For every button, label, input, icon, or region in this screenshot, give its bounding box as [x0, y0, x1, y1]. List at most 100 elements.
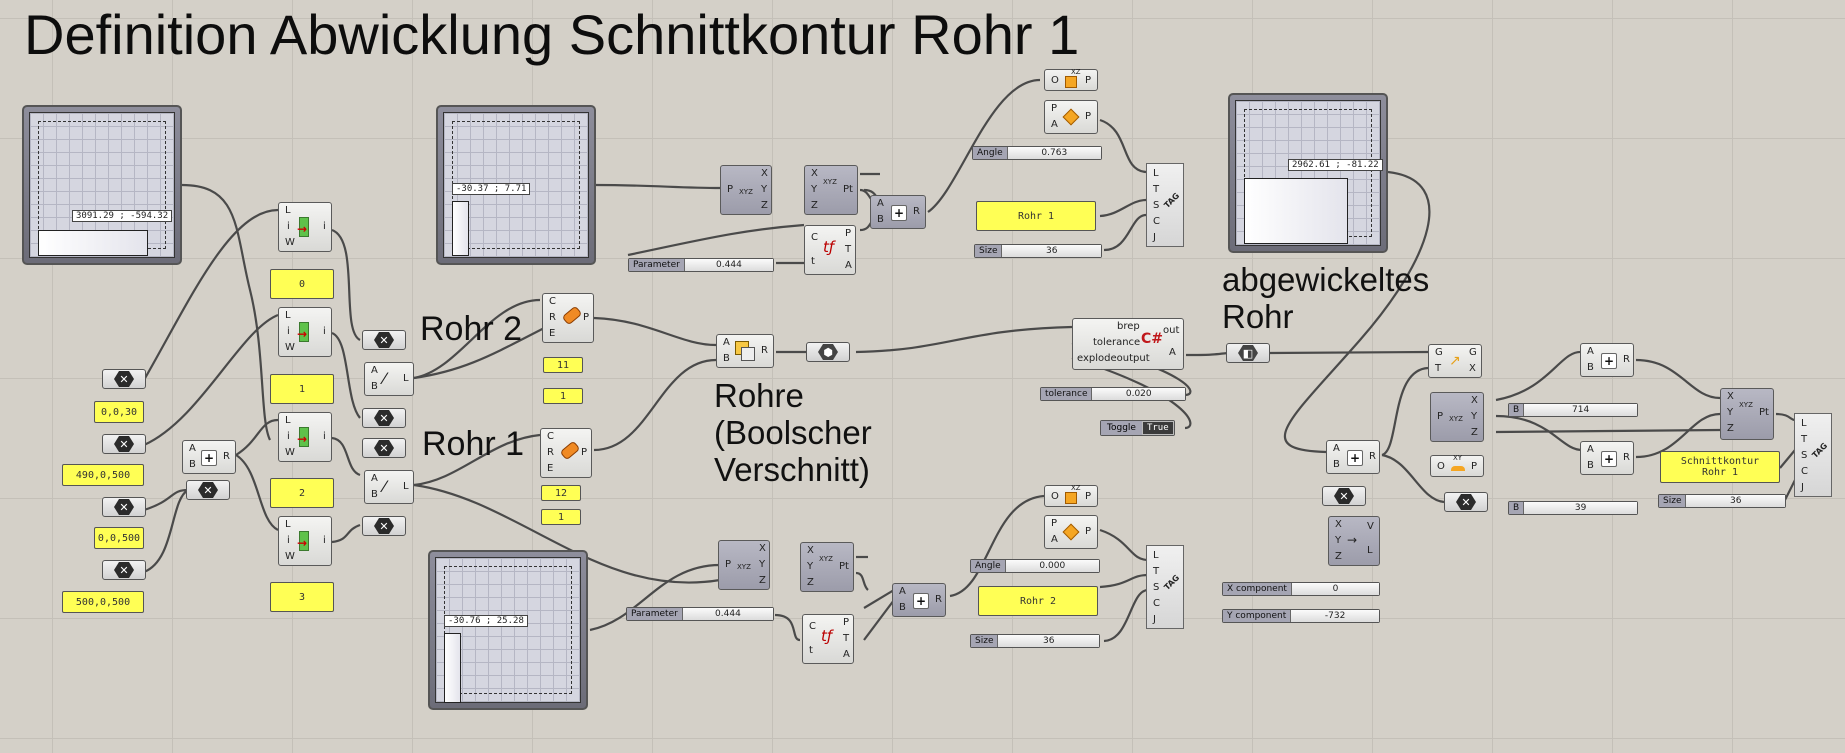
- port-a[interactable]: A: [1051, 119, 1058, 130]
- pipe-component[interactable]: C R E P: [542, 293, 594, 343]
- port-g[interactable]: G: [1435, 347, 1443, 358]
- port-b[interactable]: B: [1587, 460, 1594, 471]
- port-r[interactable]: R: [549, 312, 556, 323]
- slider-value[interactable]: 0: [1291, 583, 1379, 595]
- port-p-out[interactable]: P: [1085, 526, 1092, 537]
- port-i[interactable]: i: [287, 326, 290, 337]
- port-r[interactable]: R: [223, 451, 230, 462]
- deconstruct-point-component[interactable]: P XYZ X Y Z: [1430, 392, 1484, 442]
- port-a-out[interactable]: A: [843, 649, 850, 660]
- size-slider[interactable]: Size 36: [1658, 494, 1786, 508]
- port-o[interactable]: O: [1051, 75, 1059, 86]
- port-z[interactable]: Z: [811, 200, 818, 211]
- panel[interactable]: Rohr 1: [976, 201, 1096, 231]
- x-component-slider[interactable]: X component 0: [1222, 582, 1380, 596]
- port-p[interactable]: P: [725, 559, 732, 570]
- port-p[interactable]: P: [581, 447, 588, 458]
- port-y[interactable]: Y: [1335, 535, 1342, 546]
- slider-value[interactable]: 0.444: [684, 259, 773, 271]
- port-a[interactable]: A: [371, 473, 378, 484]
- port-i-out[interactable]: i: [323, 535, 326, 546]
- port-z[interactable]: Z: [807, 577, 814, 588]
- text-tag-component[interactable]: L T S C J TAG: [1146, 545, 1184, 629]
- parameter-slider[interactable]: Parameter 0.444: [628, 258, 774, 272]
- port-j[interactable]: J: [1153, 232, 1156, 243]
- boolean-toggle[interactable]: Toggle True: [1100, 420, 1175, 436]
- addition-component[interactable]: A B + R: [1580, 441, 1634, 475]
- port-t[interactable]: T: [1153, 566, 1160, 577]
- port-c[interactable]: C: [547, 431, 554, 442]
- port-z[interactable]: Z: [761, 200, 768, 211]
- panel[interactable]: Rohr 2: [978, 586, 1098, 616]
- unit-vector-component[interactable]: ✕: [102, 560, 146, 580]
- port-z[interactable]: Z: [1471, 427, 1478, 438]
- port-c[interactable]: C: [809, 621, 816, 632]
- graph-mapper[interactable]: -30.37 ; 7.71: [436, 105, 596, 265]
- port-x-out[interactable]: X: [1469, 363, 1476, 374]
- parameter-slider[interactable]: Parameter 0.444: [626, 607, 774, 621]
- port-o[interactable]: O: [1437, 461, 1445, 472]
- port-w[interactable]: W: [285, 237, 295, 248]
- orient-component[interactable]: G T ↗ G X: [1428, 344, 1482, 378]
- port-p[interactable]: P: [845, 228, 852, 239]
- list-item-component[interactable]: L i W → i: [278, 516, 332, 566]
- port-z[interactable]: Z: [759, 575, 766, 586]
- xz-plane-component[interactable]: O XZ P: [1044, 484, 1098, 507]
- port-p[interactable]: P: [1085, 491, 1092, 502]
- port-a[interactable]: A: [1587, 346, 1594, 357]
- port-a[interactable]: A: [371, 365, 378, 376]
- port-p-out[interactable]: P: [1085, 111, 1092, 122]
- port-t-out[interactable]: T: [845, 244, 852, 255]
- port-t[interactable]: T: [1435, 363, 1442, 374]
- port-t-out[interactable]: T: [843, 633, 850, 644]
- port-pt[interactable]: Pt: [1759, 407, 1769, 418]
- port-tolerance[interactable]: tolerance: [1093, 337, 1141, 348]
- unit-vector-component[interactable]: ✕: [186, 480, 230, 500]
- panel[interactable]: 0,0,30: [94, 401, 144, 423]
- csharp-script-component[interactable]: brep tolerance explodeoutput C# out A: [1072, 318, 1184, 370]
- xy-plane-component[interactable]: O XY P: [1430, 454, 1484, 477]
- addition-component[interactable]: A B + R: [1326, 440, 1380, 474]
- port-b[interactable]: B: [371, 381, 378, 392]
- port-p[interactable]: P: [583, 312, 590, 323]
- port-g-out[interactable]: G: [1469, 347, 1477, 358]
- addition-component[interactable]: A B + R: [182, 440, 236, 474]
- port-l-out[interactable]: L: [403, 373, 409, 384]
- port-l[interactable]: L: [1153, 168, 1159, 179]
- port-l[interactable]: L: [285, 519, 291, 530]
- port-t[interactable]: T: [1801, 434, 1808, 445]
- toggle-value[interactable]: True: [1141, 421, 1174, 435]
- port-x[interactable]: X: [811, 168, 818, 179]
- construct-point-component[interactable]: X Y Z XYZ Pt: [804, 165, 858, 215]
- slider-value[interactable]: 36: [1686, 495, 1785, 507]
- port-x[interactable]: X: [1471, 395, 1478, 406]
- construct-point-component[interactable]: X Y Z XYZ Pt: [1720, 388, 1774, 440]
- slider-value[interactable]: 39: [1524, 502, 1637, 514]
- brep-param[interactable]: ⬢: [806, 342, 850, 362]
- port-r[interactable]: R: [935, 594, 942, 605]
- port-brep[interactable]: brep: [1117, 321, 1140, 332]
- port-y[interactable]: Y: [811, 184, 818, 195]
- port-a[interactable]: A: [877, 198, 884, 209]
- port-b[interactable]: B: [371, 489, 378, 500]
- port-a-out[interactable]: A: [1169, 347, 1176, 358]
- angle-slider[interactable]: Angle 0.000: [970, 559, 1100, 573]
- port-t[interactable]: t: [809, 645, 813, 656]
- port-z[interactable]: Z: [1727, 423, 1734, 434]
- port-i[interactable]: i: [287, 431, 290, 442]
- port-l[interactable]: L: [285, 205, 291, 216]
- unit-vector-component[interactable]: ✕: [362, 438, 406, 458]
- port-r[interactable]: R: [1623, 452, 1630, 463]
- port-p[interactable]: P: [1085, 75, 1092, 86]
- port-p[interactable]: P: [727, 184, 734, 195]
- port-l[interactable]: L: [1153, 550, 1159, 561]
- line-component[interactable]: A B ⁄ L: [364, 470, 414, 504]
- port-x[interactable]: X: [1335, 519, 1342, 530]
- slider-value[interactable]: -732: [1291, 610, 1379, 622]
- port-i-out[interactable]: i: [323, 326, 326, 337]
- evaluate-curve-component[interactable]: C t tƒ P T A: [802, 614, 854, 664]
- port-x[interactable]: X: [761, 168, 768, 179]
- port-r[interactable]: R: [913, 206, 920, 217]
- evaluate-curve-component[interactable]: C t tƒ P T A: [804, 225, 856, 275]
- unit-vector-component[interactable]: ✕: [102, 369, 146, 389]
